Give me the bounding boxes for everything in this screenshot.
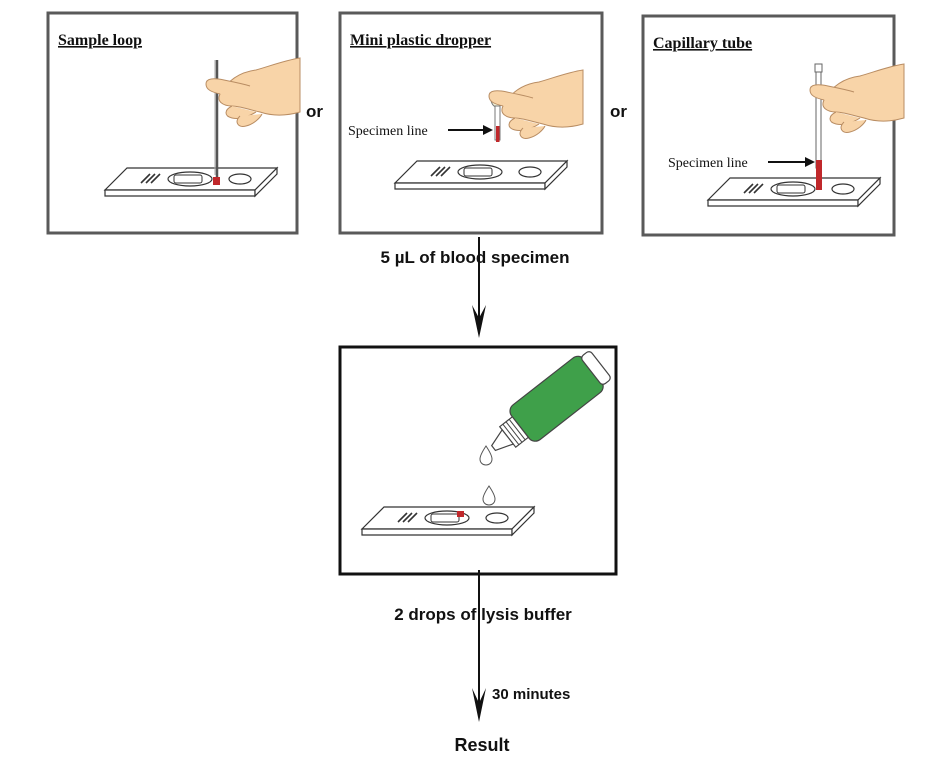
panel-capillary-tube: Capillary tube Specimen line xyxy=(641,14,905,237)
step-lysis-label: 2 drops of lysis buffer xyxy=(394,605,572,624)
or-connector-right: or xyxy=(610,102,627,121)
step-time-label: 30 minutes xyxy=(492,686,570,703)
lysis-illustration xyxy=(361,351,611,536)
dropper-title: Mini plastic dropper xyxy=(350,32,491,49)
dropper-specimen-label: Specimen line xyxy=(348,124,428,139)
sample-loop-title: Sample loop xyxy=(58,32,142,49)
or-connector-left: or xyxy=(306,102,323,121)
dropper-illustration xyxy=(394,69,584,190)
capillary-specimen-label: Specimen line xyxy=(668,156,748,171)
arrow-to-lysis-step-head xyxy=(472,305,486,338)
capillary-title: Capillary tube xyxy=(653,35,752,52)
panel-lysis-buffer xyxy=(338,345,618,576)
result-label: Result xyxy=(454,735,509,755)
step-blood-label: 5 µL of blood specimen xyxy=(381,248,570,267)
panel-sample-loop: Sample loop xyxy=(46,11,301,235)
capillary-illustration xyxy=(707,63,905,207)
arrow-to-result-head xyxy=(472,688,486,722)
dropper-arrowhead xyxy=(483,125,493,135)
panel-mini-plastic-dropper: Mini plastic dropper Specimen line xyxy=(338,11,604,235)
sample-loop-illustration xyxy=(104,57,301,197)
capillary-arrowhead xyxy=(805,157,815,167)
